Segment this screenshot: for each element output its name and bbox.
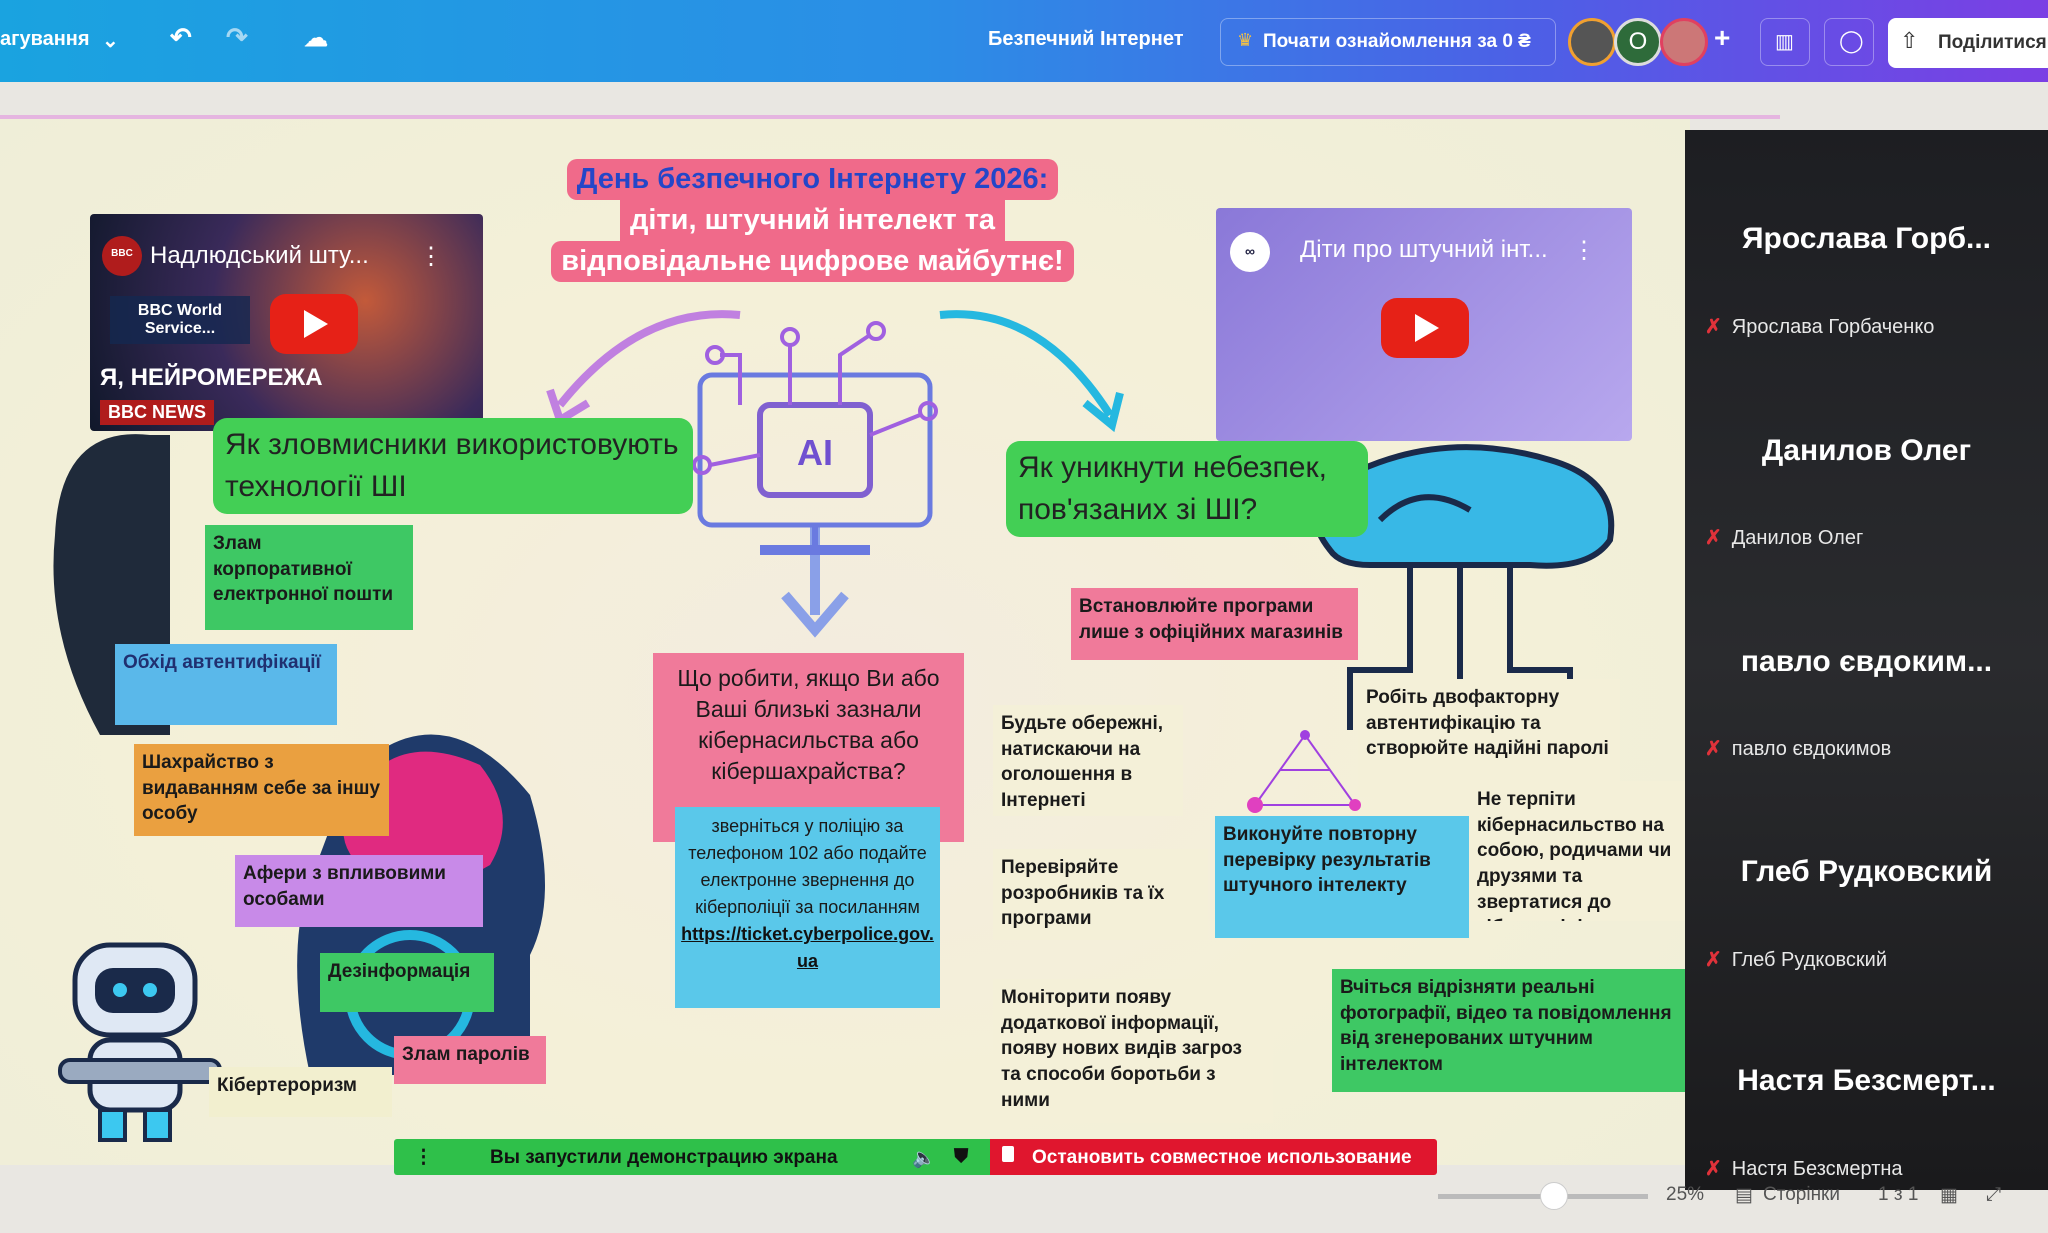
video-title: Надлюдський шту... bbox=[150, 242, 369, 269]
tip-report-abuse: Не терпіти кібернасильство на собою, род… bbox=[1469, 781, 1689, 921]
video-embed-left[interactable]: BBC Надлюдський шту... ⋮ BBC World Servi… bbox=[90, 214, 483, 431]
add-person-icon[interactable]: + bbox=[1714, 22, 1731, 53]
more-icon[interactable]: ⋮ bbox=[419, 243, 443, 270]
page-count: 1 з 1 bbox=[1878, 1184, 1919, 1205]
channel-logo: ∞ bbox=[1230, 232, 1270, 272]
tip-monitor-threats: Моніторити появу додаткової інформації, … bbox=[993, 979, 1273, 1123]
fullscreen-icon[interactable]: ⤢ bbox=[1986, 1184, 2002, 1205]
mic-muted-icon: ✗ bbox=[1705, 1158, 1722, 1180]
play-button[interactable] bbox=[1381, 298, 1469, 358]
undo-icon[interactable]: ↶ bbox=[170, 22, 192, 52]
video-embed-right[interactable]: ∞ Діти про штучний інт... ⋮ bbox=[1216, 208, 1632, 441]
bar-chart-icon: ▥ bbox=[1775, 31, 1794, 53]
grid-view-icon[interactable]: ▦ bbox=[1940, 1185, 1958, 1206]
speaker-icon[interactable]: 🔈 bbox=[912, 1148, 936, 1169]
ai-chip-label: AI bbox=[797, 432, 833, 473]
more-icon[interactable]: ⋮ bbox=[1572, 237, 1596, 264]
network-icon bbox=[1247, 730, 1361, 813]
screen-share-bar: ⋮ Вы запустили демонстрацию экрана 🔈 ⛊ О… bbox=[394, 1139, 1437, 1175]
upload-icon: ⇧ bbox=[1900, 28, 1919, 53]
tip-detect-generated: Вчіться відрізняти реальні фотографії, в… bbox=[1332, 969, 1690, 1092]
threat-disinformation: Дезінформація bbox=[320, 953, 494, 1012]
tip-2fa: Робіть двофакторну автентифікацію та ств… bbox=[1358, 679, 1620, 797]
selection-outline bbox=[0, 115, 1780, 119]
analytics-button[interactable]: ▥ bbox=[1760, 18, 1810, 66]
stop-sharing-button[interactable]: Остановить совместное использование bbox=[990, 1139, 1437, 1175]
threat-influencer-scams: Афери з впливовими особами bbox=[235, 855, 483, 927]
tip-careful-ads: Будьте обережні, натискаючи на оголошенн… bbox=[993, 705, 1183, 816]
avatar[interactable]: O bbox=[1614, 18, 1662, 66]
threat-impersonation: Шахрайство з видаванням себе за іншу осо… bbox=[134, 744, 389, 836]
avatar[interactable] bbox=[1660, 18, 1708, 66]
shield-icon: ⛊ bbox=[954, 1146, 969, 1167]
tip-official-stores: Встановлюйте програми лише з офіційних м… bbox=[1071, 588, 1358, 660]
slide-canvas[interactable]: День безпечного Інтернету 2026: діти, шт… bbox=[0, 115, 1780, 1165]
menu-dropdown[interactable]: агування bbox=[0, 28, 90, 50]
trial-label: Почати ознайомлення за 0 ₴ bbox=[1263, 31, 1531, 52]
robot-illustration bbox=[58, 942, 222, 1142]
video-channel: BBC World Service... bbox=[110, 296, 250, 344]
share-status: Вы запустили демонстрацию экрана bbox=[490, 1147, 838, 1168]
cyberpolice-link[interactable]: https://ticket.cyberpolice.gov.ua bbox=[681, 924, 934, 971]
heading-threats: Як зловмисники використовують технології… bbox=[213, 418, 693, 514]
play-button[interactable] bbox=[270, 294, 358, 354]
channel-logo: BBC bbox=[102, 236, 142, 276]
video-brand: BBC NEWS bbox=[100, 400, 214, 425]
pages-icon: ▤ bbox=[1735, 1185, 1753, 1206]
document-title[interactable]: Безпечний Інтернет bbox=[988, 28, 1184, 50]
top-toolbar: агування ⌄ ↶ ↷ ☁ Безпечний Інтернет ♛ По… bbox=[0, 0, 2048, 82]
tip-check-developers: Перевіряйте розробників та їх програми bbox=[993, 849, 1208, 940]
threat-cyberterrorism: Кібертероризм bbox=[209, 1067, 392, 1117]
stop-icon bbox=[1002, 1146, 1014, 1162]
zoom-slider-handle[interactable] bbox=[1540, 1182, 1568, 1210]
center-answer: зверніться у поліцію за телефоном 102 аб… bbox=[675, 807, 940, 1008]
mic-muted-icon: ✗ bbox=[1705, 316, 1722, 338]
comment-icon: ◯ bbox=[1839, 28, 1864, 53]
threat-auth: Обхід автентифікації bbox=[115, 644, 337, 725]
cloud-saved-icon[interactable]: ☁ bbox=[304, 25, 328, 52]
slide-title: День безпечного Інтернету 2026: діти, шт… bbox=[545, 159, 1080, 282]
redo-icon[interactable]: ↷ bbox=[226, 22, 248, 52]
video-title: Діти про штучний інт... bbox=[1300, 236, 1548, 263]
heading-prevention: Як уникнути небезпек, пов'язаних зі ШІ? bbox=[1006, 441, 1368, 537]
ai-circuit-illustration: AI bbox=[546, 310, 1124, 638]
start-trial-button[interactable]: ♛ Почати ознайомлення за 0 ₴ bbox=[1220, 18, 1556, 66]
avatar[interactable] bbox=[1568, 18, 1616, 66]
drag-handle-icon[interactable]: ⋮ bbox=[414, 1147, 433, 1168]
threat-password: Злам паролів bbox=[394, 1036, 546, 1084]
mic-muted-icon: ✗ bbox=[1705, 738, 1722, 760]
mic-muted-icon: ✗ bbox=[1705, 949, 1722, 971]
mic-muted-icon: ✗ bbox=[1705, 527, 1722, 549]
threat-email: Злам корпоративної електронної пошти bbox=[205, 525, 413, 630]
share-button[interactable]: ⇧ Поділитися bbox=[1888, 18, 2048, 68]
participants-panel: Ярослава Горб...✗Ярослава Горбаченко Дан… bbox=[1685, 130, 2048, 1190]
pages-button[interactable]: Сторінки bbox=[1763, 1184, 1840, 1205]
tip-verify-ai: Виконуйте повторну перевірку результатів… bbox=[1215, 816, 1469, 938]
chevron-down-icon[interactable]: ⌄ bbox=[102, 30, 119, 52]
video-caption: Я, НЕЙРОМЕРЕЖА bbox=[100, 364, 323, 391]
zoom-level[interactable]: 25% bbox=[1666, 1184, 1705, 1205]
comments-button[interactable]: ◯ bbox=[1824, 18, 1874, 66]
crown-icon: ♛ bbox=[1237, 30, 1254, 50]
